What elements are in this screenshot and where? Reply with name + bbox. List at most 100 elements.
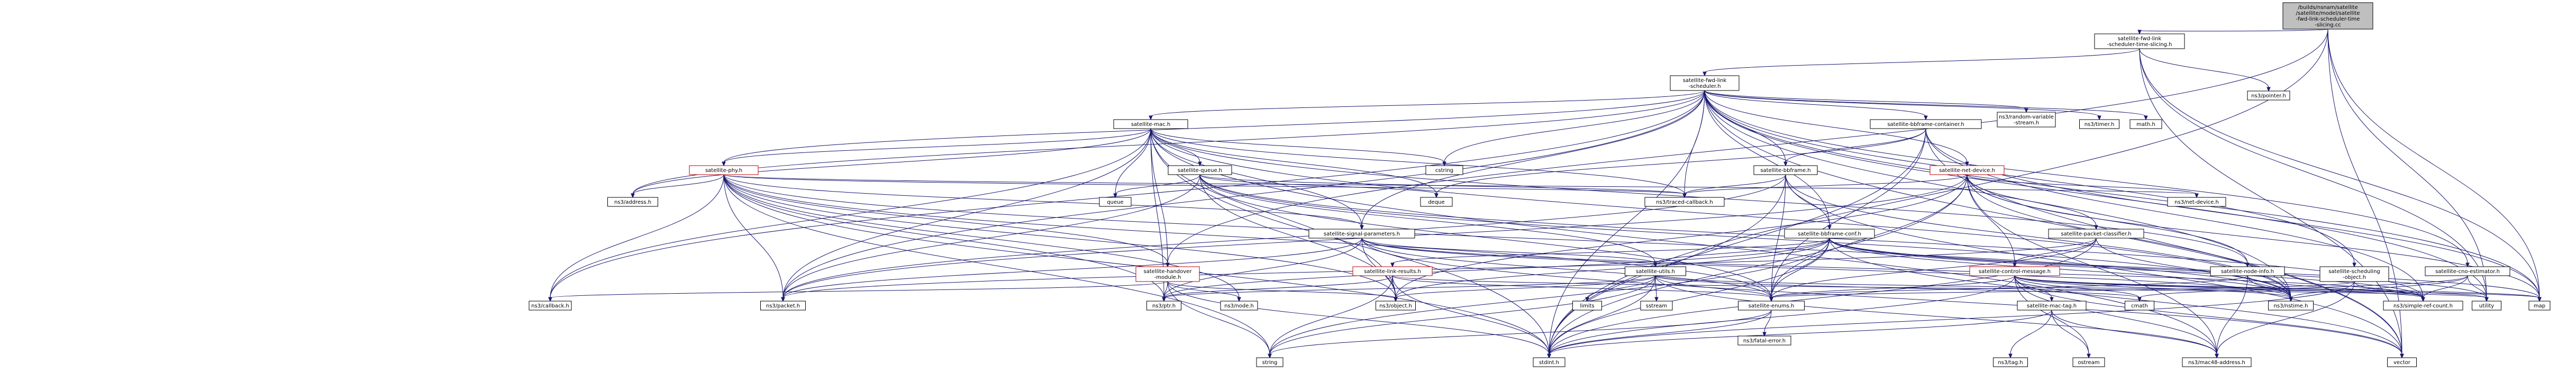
node-box <box>760 301 806 311</box>
node-label: string <box>1262 360 1278 366</box>
node-cb[interactable]: ns3/callback.h <box>529 301 572 311</box>
edge-line <box>1199 174 1772 298</box>
node-que[interactable]: satellite-queue.h <box>1168 165 1232 175</box>
node-sti[interactable]: stdint.h <box>1533 357 1565 367</box>
node-sst[interactable]: sstream <box>1640 301 1673 311</box>
node-lr[interactable]: satellite-link-results.h <box>1352 266 1433 276</box>
node-box <box>2079 119 2119 129</box>
node-src[interactable]: ns3/simple-ref-count.h <box>2383 301 2463 311</box>
edge-line <box>723 90 1705 163</box>
node-fls[interactable]: satellite-fwd-link-scheduler.h <box>1670 75 1740 91</box>
node-str[interactable]: string <box>1256 357 1284 367</box>
node-ut[interactable]: satellite-utils.h <box>1625 266 1686 276</box>
edge-ppc-pkt <box>781 238 2097 302</box>
node-obj[interactable]: ns3/object.h <box>1376 301 1416 311</box>
edge-line <box>2423 275 2468 298</box>
node-box <box>2167 197 2226 207</box>
node-m48[interactable]: ns3/mac48-address.h <box>2182 357 2252 367</box>
node-nod[interactable]: ns3/node.h <box>1220 301 1258 311</box>
edge-arrowhead <box>1394 297 1398 302</box>
node-ptrh[interactable]: ns3/ptr.h <box>1146 301 1181 311</box>
edge-arrowhead <box>2195 193 2199 198</box>
edge-arrowhead <box>1703 71 1707 77</box>
edge-mac-sti <box>1150 128 1551 359</box>
node-vec[interactable]: vector <box>2387 357 2417 367</box>
node-adr[interactable]: ns3/address.h <box>607 197 658 207</box>
edge-line <box>1269 275 1656 355</box>
node-mtag[interactable]: satellite-mac-tag.h <box>2017 301 2087 311</box>
edge-line <box>1392 238 1830 264</box>
edge-snd-obj <box>1394 174 1968 302</box>
node-ut2[interactable]: utility <box>2472 301 2501 311</box>
node-label: sstream <box>1646 303 1667 309</box>
edge-line <box>1771 238 2097 298</box>
node-tsh[interactable]: satellite-fwd-link-scheduler-time-slicin… <box>2094 33 2185 49</box>
node-rvs[interactable]: ns3/random-variable-stream.h <box>1997 112 2056 128</box>
node-label: satellite-mac-tag.h <box>2027 303 2077 309</box>
node-qu[interactable]: queue <box>1099 197 1132 207</box>
node-box <box>2247 90 2290 101</box>
node-lim[interactable]: limits <box>1572 301 1602 311</box>
edge-arrowhead <box>2400 353 2404 359</box>
node-ni[interactable]: satellite-node-info.h <box>2210 266 2285 276</box>
node-dq[interactable]: deque <box>1420 197 1453 207</box>
edge-phy-adr <box>631 174 724 198</box>
edge-line <box>1549 275 2015 355</box>
node-so[interactable]: satellite-scheduling-object.h <box>2319 266 2389 282</box>
node-box <box>2017 301 2087 311</box>
node-bbc[interactable]: satellite-bbframe-container.h <box>1870 119 1982 129</box>
node-nd[interactable]: ns3/net-device.h <box>2167 197 2226 207</box>
node-hom[interactable]: satellite-handover-module.h <box>1135 266 1200 282</box>
edge-arrowhead <box>2289 297 2293 302</box>
node-label: satellite-fwd-link <box>2118 36 2162 42</box>
node-mac[interactable]: satellite-mac.h <box>1113 119 1188 129</box>
node-box <box>1997 112 2056 128</box>
edge-bbf-en <box>1769 174 1786 302</box>
node-box <box>1625 266 1686 276</box>
edge-line <box>1704 90 2540 298</box>
node-label: -scheduler-time-slicing.h <box>2107 42 2172 48</box>
edge-line <box>1704 48 2140 73</box>
node-cstr[interactable]: cstring <box>1425 165 1463 175</box>
node-bbfc[interactable]: satellite-bbframe-conf.h <box>1784 229 1875 239</box>
edge-line <box>1704 90 1926 117</box>
node-fe[interactable]: ns3/fatal-error.h <box>1737 335 1791 346</box>
node-ppc[interactable]: satellite-packet-classifier.h <box>2048 229 2144 239</box>
node-label: ns3/traced-callback.h <box>1656 199 1713 205</box>
node-pkt[interactable]: ns3/packet.h <box>760 301 806 311</box>
node-nt[interactable]: ns3/nstime.h <box>2268 301 2314 311</box>
node-tmr[interactable]: ns3/timer.h <box>2079 119 2119 129</box>
node-box <box>1670 75 1740 91</box>
edge-line <box>2051 310 2217 355</box>
edge-arrowhead <box>1924 115 1928 121</box>
edge-line <box>1684 174 1786 195</box>
node-tag[interactable]: ns3/tag.h <box>1993 357 2028 367</box>
node-tcb[interactable]: ns3/traced-callback.h <box>1644 197 1725 207</box>
node-phy[interactable]: satellite-phy.h <box>689 165 759 175</box>
node-map[interactable]: map <box>2528 301 2551 311</box>
edge-line <box>2139 48 2269 88</box>
edge-arrowhead <box>2537 297 2542 302</box>
edge-line <box>1704 90 2100 117</box>
edge-arrowhead <box>2352 262 2356 268</box>
edge-line <box>2014 275 2424 298</box>
node-en[interactable]: satellite-enums.h <box>1738 301 1805 311</box>
edge-line <box>1150 128 1685 195</box>
edge-mac-hom <box>1150 128 1170 268</box>
edge-fls-cno <box>1704 90 2470 268</box>
node-bbf[interactable]: satellite-bbframe.h <box>1753 165 1818 175</box>
node-ost[interactable]: ostream <box>2072 357 2105 367</box>
node-cno[interactable]: satellite-cno-estimator.h <box>2425 266 2510 276</box>
node-ptr[interactable]: ns3/pointer.h <box>2247 90 2290 101</box>
edge-line <box>1549 90 1705 355</box>
edge-line <box>1361 90 1705 226</box>
edge-line <box>2014 275 2291 298</box>
node-label: satellite-scheduling <box>2328 269 2380 275</box>
node-mth[interactable]: math.h <box>2129 119 2162 129</box>
node-box <box>2383 301 2463 311</box>
node-ssp[interactable]: satellite-signal-parameters.h <box>1308 229 1415 239</box>
node-snd[interactable]: satellite-net-device.h <box>1929 165 2005 175</box>
node-cm[interactable]: satellite-control-message.h <box>1969 266 2060 276</box>
node-cmath[interactable]: cmath <box>2125 301 2154 311</box>
